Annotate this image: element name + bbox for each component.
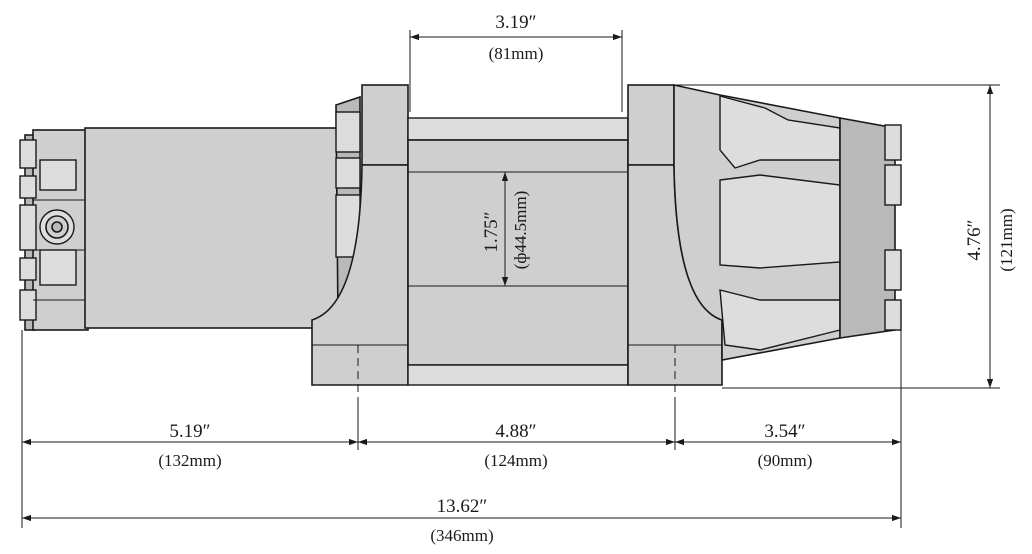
terminal-post: [39, 209, 75, 245]
dim-overall-length-imperial: 13.62″: [437, 496, 488, 517]
dim-drum-width-imperial: 3.19″: [495, 12, 536, 33]
dim-mount-spacing: 4.88″ (124mm): [358, 421, 675, 470]
drum: [407, 117, 629, 386]
dim-height-metric: (121mm): [997, 208, 1016, 271]
motor-housing: [84, 127, 344, 329]
dim-gearbox-section-metric: (90mm): [758, 451, 813, 470]
dim-overall-length-metric: (346mm): [430, 526, 493, 545]
dim-drum-width-metric: (81mm): [489, 44, 544, 63]
right-end-bearing: [627, 84, 723, 386]
dim-overall-length: 13.62″ (346mm): [22, 496, 901, 545]
dim-drum-width: 3.19″ (81mm): [409, 12, 623, 112]
gearbox-housing: [673, 84, 902, 361]
dim-motor-section-metric: (132mm): [158, 451, 221, 470]
dim-height: 4.76″ (121mm): [676, 84, 1016, 389]
dim-mount-spacing-metric: (124mm): [484, 451, 547, 470]
dim-drum-diameter-metric: (ф44.5mm): [511, 191, 530, 270]
dim-height-imperial: 4.76″: [964, 219, 985, 260]
dim-mount-spacing-imperial: 4.88″: [495, 421, 536, 442]
dim-motor-section: 5.19″ (132mm): [22, 421, 358, 470]
dim-gearbox-section: 3.54″ (90mm): [675, 421, 901, 470]
winch-body: [19, 84, 902, 400]
dim-drum-diameter: 1.75″ (ф44.5mm): [481, 172, 530, 286]
dim-drum-diameter-imperial: 1.75″: [481, 211, 502, 252]
left-end-bearing: [311, 84, 409, 386]
dim-motor-section-imperial: 5.19″: [169, 421, 210, 442]
dim-gearbox-section-imperial: 3.54″: [764, 421, 805, 442]
